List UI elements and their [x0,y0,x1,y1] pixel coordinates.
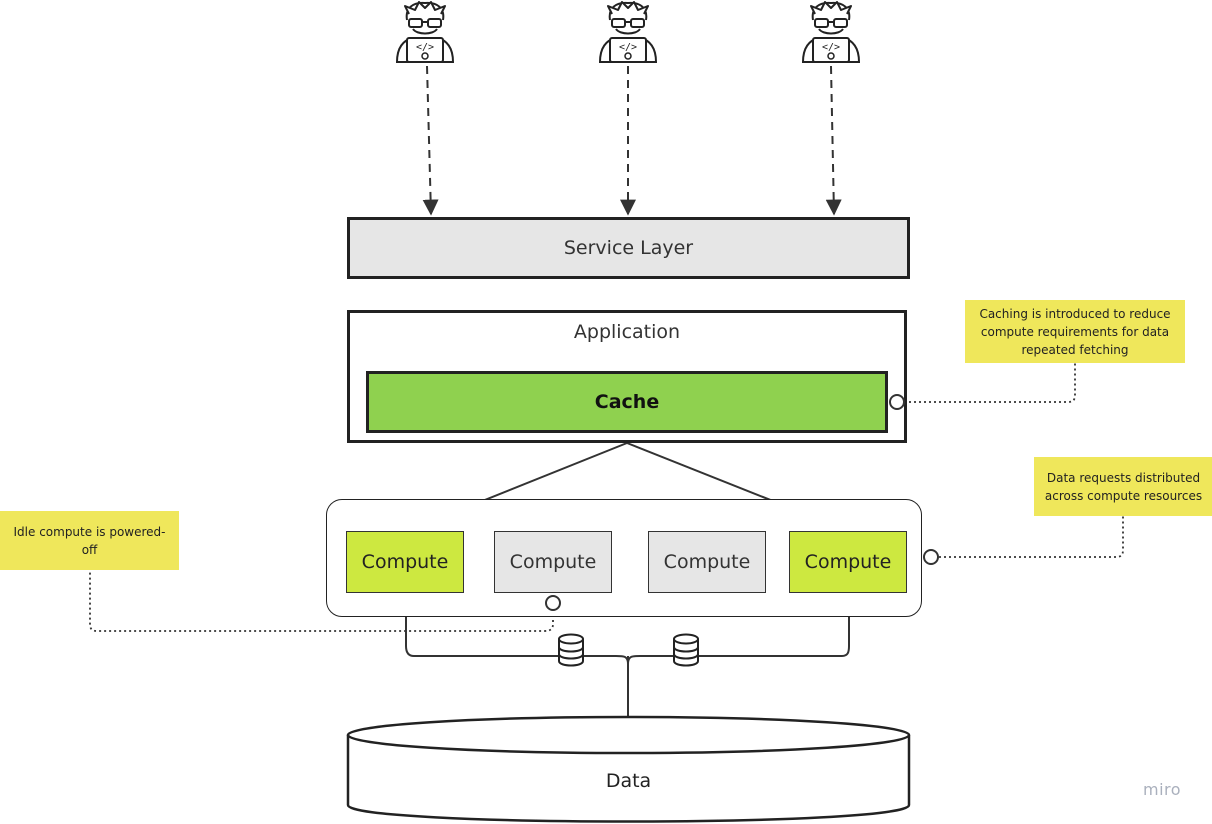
compute-label: Compute [509,551,597,573]
user-arrow-1 [422,65,439,216]
service-layer-label: Service Layer [563,237,694,259]
service-layer: Service Layer [347,217,910,279]
developer-icon: </> [801,1,861,63]
cache-box: Cache [366,371,888,433]
sticky-note-caching: Caching is introduced to reduce compute … [965,300,1185,363]
sticky-note-caching-text: Caching is introduced to reduce compute … [979,306,1171,357]
compute-node-3: Compute [648,531,766,593]
compute-node-2: Compute [494,531,612,593]
application-label: Application [573,321,681,343]
sticky-note-idle: Idle compute is powered-off [0,511,179,570]
svg-text:</>: </> [822,42,840,53]
cache-note-connector [904,363,1076,403]
data-store [346,715,911,823]
sticky-note-distribution: Data requests distributed across compute… [1034,457,1212,516]
data-to-compute-4-arrow [627,594,857,665]
miro-watermark: miro [1143,780,1182,799]
sticky-note-idle-text: Idle compute is powered-off [13,524,166,557]
data-store-label: Data [605,770,652,792]
svg-text:</>: </> [619,42,637,53]
distribution-note-connector [939,516,1124,558]
developer-icon: </> [598,1,658,63]
database-icon [558,633,584,667]
idle-note-connector [89,570,554,632]
compute-node-4: Compute [789,531,907,593]
user-arrow-3 [825,65,842,216]
compute-label: Compute [361,551,449,573]
compute-node-1: Compute [346,531,464,593]
sticky-note-distribution-text: Data requests distributed across compute… [1044,470,1203,503]
data-to-compute-1-arrow [398,594,629,665]
compute-label: Compute [663,551,751,573]
svg-text:</>: </> [416,42,434,53]
database-icon [673,633,699,667]
cache-label: Cache [594,391,660,413]
compute-label: Compute [804,551,892,573]
developer-icon: </> [395,1,455,63]
